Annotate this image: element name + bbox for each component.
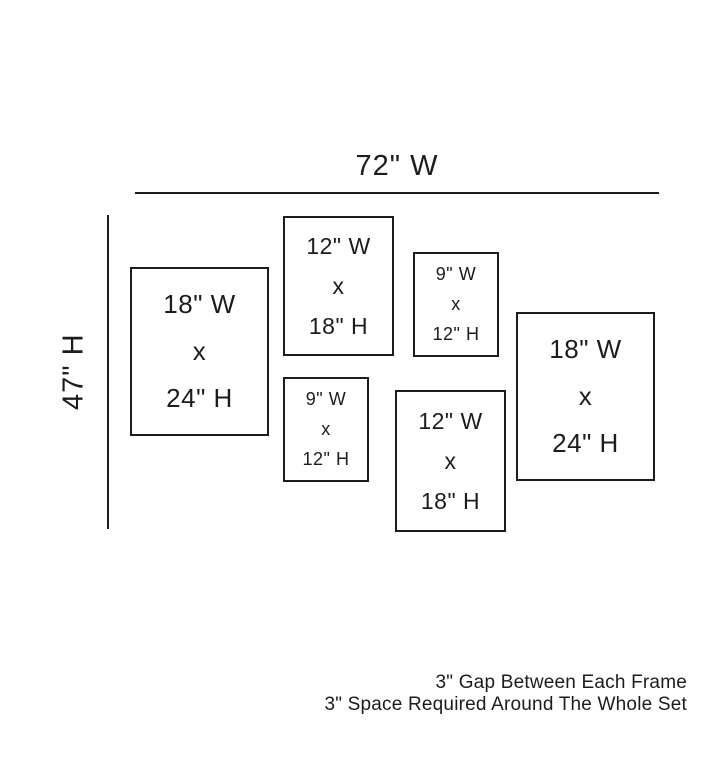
frame-width-label: 12" W (306, 232, 371, 259)
frame-width-label: 12" W (418, 407, 483, 434)
frame-width-label: 18" W (163, 289, 236, 319)
frame-height-label: 24" H (552, 428, 619, 458)
total-height-dimension-line (107, 215, 109, 529)
frame-height-label: 12" H (432, 324, 480, 344)
total-height-label: 47" H (57, 333, 90, 411)
frame-separator: x (332, 272, 345, 299)
frame-9x12-top-right: 9" W x 12" H (413, 252, 499, 357)
frame-separator: x (321, 419, 331, 439)
total-width-label: 72" W (355, 150, 439, 182)
note-gap-between-frames: 3" Gap Between Each Frame (435, 672, 687, 693)
frame-separator: x (451, 294, 461, 314)
frame-width-label: 9" W (435, 264, 477, 284)
note-space-around-set: 3" Space Required Around The Whole Set (324, 694, 687, 716)
frame-separator: x (444, 447, 457, 474)
frame-width-label: 9" W (305, 389, 347, 409)
frame-height-label: 18" H (420, 487, 481, 514)
frame-12x18-bottom: 12" W x 18" H (395, 390, 506, 532)
frame-12x18-top: 12" W x 18" H (283, 216, 394, 356)
frame-9x12-bottom-left: 9" W x 12" H (283, 377, 369, 482)
frame-height-label: 12" H (302, 449, 350, 469)
frame-separator: x (578, 381, 593, 411)
frame-width-label: 18" W (549, 334, 622, 364)
frame-separator: x (192, 336, 207, 366)
frame-height-label: 18" H (308, 312, 369, 339)
total-width-dimension-line (135, 192, 659, 194)
frame-18x24-right: 18" W x 24" H (516, 312, 655, 481)
frame-18x24-left: 18" W x 24" H (130, 267, 269, 436)
spacing-notes: 3" Gap Between Each Frame 3" Space Requi… (324, 672, 687, 717)
frame-height-label: 24" H (166, 383, 233, 413)
